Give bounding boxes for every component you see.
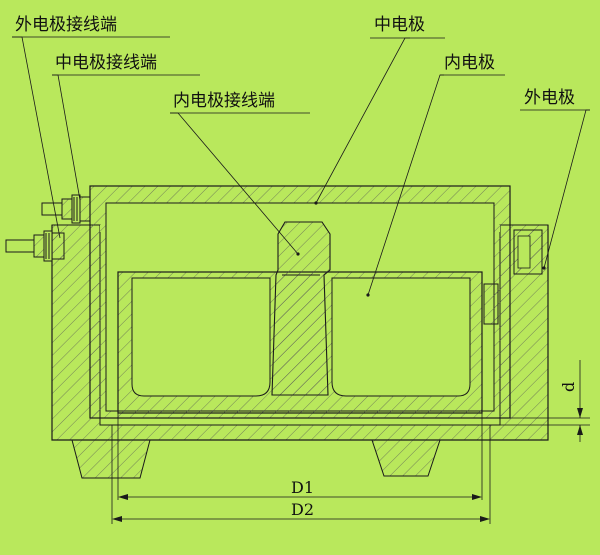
middle-electrode-label: 中电极 <box>374 15 425 35</box>
dimension-d-label: d <box>559 382 578 392</box>
inner-electrode-spacer <box>483 283 499 325</box>
outer-electrode-label: 外电极 <box>524 88 575 108</box>
left-foot <box>71 439 151 479</box>
outer-terminal-connector <box>5 230 65 262</box>
outer-terminal-label: 外电极接线端 <box>15 15 117 35</box>
dimension-d2-label: D2 <box>291 500 314 519</box>
central-post <box>271 221 331 396</box>
middle-terminal-label: 中电极接线端 <box>55 53 157 73</box>
dimension-d1-label: D1 <box>291 478 314 497</box>
inner-electrode-label: 内电极 <box>444 53 495 73</box>
right-foot <box>371 439 441 477</box>
middle-terminal-connector <box>41 194 91 224</box>
inner-terminal-label: 内电极接线端 <box>173 91 275 111</box>
